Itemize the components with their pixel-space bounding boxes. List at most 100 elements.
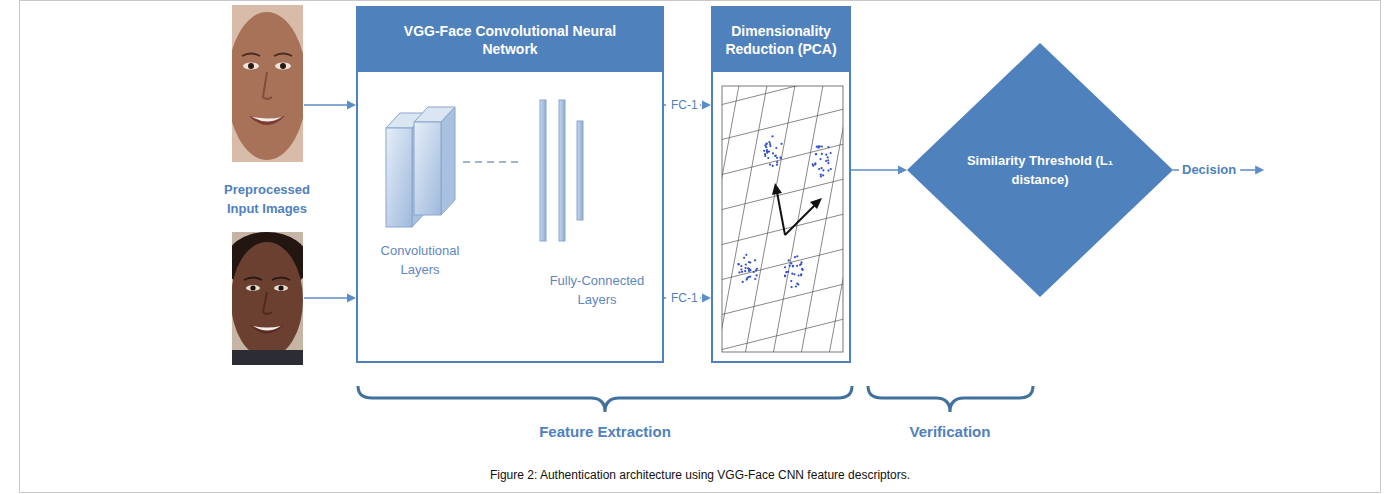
pca-plot — [764, 155, 766, 157]
pca-plot — [765, 146, 767, 148]
pca-plot — [749, 269, 751, 271]
pca-plot — [740, 265, 742, 267]
pca-plot — [792, 265, 794, 267]
pca-plot — [741, 271, 743, 273]
pca-plot — [810, 198, 822, 209]
arrowhead — [898, 166, 907, 175]
pca-plot — [740, 268, 742, 270]
pca-plot — [784, 266, 786, 268]
pca-plot — [793, 273, 795, 275]
face-photo — [244, 278, 262, 281]
fc-layers-symbol — [577, 121, 583, 220]
panel-header: Dimensionality Reduction (PCA) — [713, 8, 849, 72]
face-photo — [246, 285, 260, 291]
face-photo — [275, 63, 291, 70]
panel-header: VGG-Face Convolutional Neural Network — [358, 8, 662, 72]
pca-plot — [800, 273, 802, 275]
pca-plot — [774, 155, 776, 157]
pca-plot — [821, 145, 823, 147]
pca-plot — [753, 271, 755, 273]
pca-plot — [795, 285, 797, 287]
conv-layers-symbol — [414, 122, 441, 215]
face-photo — [232, 242, 303, 358]
pca-plot — [722, 86, 843, 352]
output-line — [1173, 169, 1179, 171]
pca-plot — [775, 154, 777, 156]
face-photo — [249, 116, 285, 125]
pca-plot — [747, 267, 749, 269]
face-photo — [272, 278, 290, 281]
input-caption: Preprocessed Input Images — [211, 181, 323, 219]
frame — [20, 1, 1381, 493]
layer-label: Convolutional Layers — [370, 242, 470, 280]
stage-label: Feature Extraction — [495, 421, 715, 443]
pca-plot — [827, 170, 829, 172]
pca-plot — [738, 263, 740, 265]
pca-plot — [769, 164, 771, 166]
input-arrows — [304, 101, 356, 303]
pca-plot — [754, 259, 756, 261]
pca-plot — [828, 86, 843, 352]
conv-layers-symbol — [386, 128, 412, 227]
pca-plot — [769, 145, 771, 147]
pca-plot — [827, 146, 829, 148]
brace — [358, 386, 852, 412]
pca-plot — [737, 263, 739, 265]
pca-plot — [722, 86, 843, 352]
pca-plot — [800, 263, 802, 265]
pca-plot — [722, 315, 843, 352]
pca-plot — [827, 162, 829, 164]
pca-plot — [820, 175, 822, 177]
arrowhead — [1255, 166, 1264, 175]
pca-plot — [775, 147, 777, 149]
pca-plot — [772, 183, 822, 235]
pca-plot — [798, 274, 800, 276]
face-photo — [232, 350, 303, 365]
pca-plot — [800, 274, 802, 276]
face-photo — [274, 285, 288, 291]
pca-plot — [780, 157, 782, 159]
connector — [851, 166, 907, 175]
pca-plot — [785, 205, 815, 235]
pca-plot — [816, 146, 818, 148]
pca-plot — [745, 267, 747, 269]
pca-plot — [780, 143, 782, 145]
pca-plot — [784, 274, 786, 276]
conv-layers-symbol — [386, 107, 455, 227]
face-photo — [250, 285, 255, 290]
face-photo — [232, 5, 303, 162]
pca-plot — [814, 162, 816, 164]
pca-plot — [737, 135, 832, 288]
edge-label: FC-1 — [669, 98, 700, 112]
pca-panel: Dimensionality Reduction (PCA) — [711, 6, 851, 363]
pca-plot — [771, 135, 773, 137]
face-photo — [243, 63, 259, 70]
pca-plot — [827, 159, 829, 161]
pca-plot — [789, 265, 791, 267]
connector-line — [851, 169, 899, 171]
pca-plot — [776, 161, 778, 163]
pca-plot — [825, 160, 827, 162]
pca-plot — [790, 262, 792, 264]
pca-plot — [772, 152, 774, 154]
pca-plot — [722, 245, 843, 285]
pca-plot — [822, 174, 824, 176]
output-label: Decision — [1182, 161, 1236, 180]
pca-plot — [821, 153, 823, 155]
pca-plot — [780, 156, 782, 158]
diamond-label: Similarity Threshold (L₁ distance) — [960, 151, 1120, 190]
stage-label: Verification — [870, 421, 1030, 443]
pca-plot — [822, 169, 824, 171]
fc-layers-symbol — [540, 100, 583, 241]
pca-plot — [796, 265, 798, 267]
brace — [358, 386, 1033, 412]
face-photo — [242, 54, 260, 57]
pca-plot — [767, 157, 769, 159]
pca-plot — [742, 281, 744, 283]
pca-plot — [830, 152, 832, 154]
pca-plot — [744, 270, 746, 272]
pca-plot — [722, 86, 768, 352]
input-arrows — [304, 297, 348, 299]
face-photo — [263, 72, 272, 99]
